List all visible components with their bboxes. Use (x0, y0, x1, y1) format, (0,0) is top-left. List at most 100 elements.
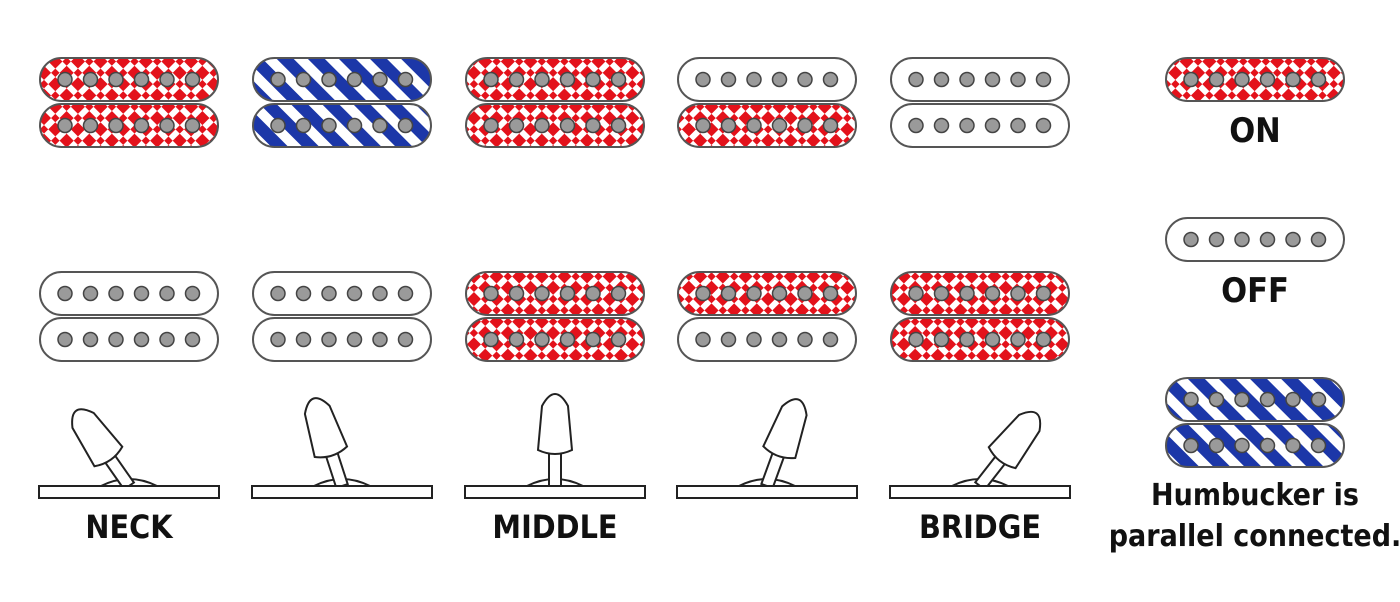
legend-label: parallel connected. (1109, 519, 1400, 554)
pole-piece (822, 117, 839, 134)
pole-piece (933, 71, 950, 88)
pole-piece (1285, 231, 1301, 248)
coil-body (39, 317, 219, 362)
selector-switch-5 (889, 410, 1071, 499)
pole-piece (959, 331, 975, 348)
pole-piece (372, 117, 388, 134)
coil-body (252, 271, 432, 316)
pole-piece (82, 71, 99, 88)
pole-piece (959, 117, 975, 134)
pole-piece (397, 331, 414, 348)
pole-piece (1259, 437, 1276, 454)
pos5-bridge-coil-1 (890, 271, 1070, 316)
pole-piece (346, 71, 363, 88)
legend-swatch-parallel (1165, 377, 1345, 422)
pole-piece (295, 117, 312, 134)
pole-piece (346, 331, 363, 348)
pole-piece (295, 331, 312, 348)
pole-piece (1259, 71, 1276, 88)
pole-piece (372, 331, 388, 348)
pole-piece (822, 331, 839, 348)
pole-piece (822, 285, 839, 302)
pole-piece (585, 285, 601, 302)
pole-piece (984, 285, 1001, 302)
switch-lever (760, 398, 808, 490)
pole-piece (1234, 71, 1250, 88)
pole-piece (1285, 391, 1301, 408)
pos5-neck-coil-1 (890, 57, 1070, 102)
pole-piece (1035, 331, 1052, 348)
legend-swatch-off (1165, 217, 1345, 262)
pole-piece (984, 117, 1001, 134)
coil-body (1165, 423, 1345, 468)
pole-piece (133, 71, 150, 88)
pole-piece (1035, 71, 1052, 88)
pole-piece (1010, 285, 1026, 302)
pole-piece (372, 71, 388, 88)
pole-piece (483, 117, 499, 134)
coil-body (465, 57, 645, 102)
pole-piece (295, 71, 312, 88)
coil-body (465, 103, 645, 148)
pos3-bridge-coil-1 (465, 271, 645, 316)
pole-piece (797, 285, 813, 302)
pole-piece (1310, 71, 1327, 88)
pole-piece (610, 71, 627, 88)
pole-piece (720, 117, 737, 134)
pole-piece (1183, 71, 1199, 88)
pole-piece (610, 285, 627, 302)
pole-piece (159, 71, 175, 88)
pole-piece (82, 331, 99, 348)
pos2-neck-coil-1 (252, 57, 432, 102)
pole-piece (559, 331, 576, 348)
pole-piece (1010, 117, 1026, 134)
pole-piece (908, 331, 924, 348)
switch-base (38, 485, 220, 499)
pole-piece (1010, 71, 1026, 88)
pole-piece (397, 285, 414, 302)
pole-piece (559, 71, 576, 88)
pole-piece (585, 71, 601, 88)
legend-on: ON (1165, 57, 1345, 151)
pole-piece (372, 285, 388, 302)
pole-piece (184, 331, 201, 348)
pole-piece (57, 285, 73, 302)
coil-body (677, 271, 857, 316)
pole-piece (559, 117, 576, 134)
switch-base (251, 485, 433, 499)
coil-body (890, 57, 1070, 102)
selector-switch-3 (464, 393, 646, 499)
coil-body (252, 57, 432, 102)
pole-piece (57, 71, 73, 88)
pole-piece (1310, 437, 1327, 454)
pole-piece (695, 71, 711, 88)
pole-piece (933, 117, 950, 134)
selector-switch-2 (251, 397, 433, 499)
pole-piece (483, 285, 499, 302)
pole-piece (159, 117, 175, 134)
pos1-bridge-coil-1 (39, 271, 219, 316)
selector-switch-1 (38, 408, 220, 499)
coil-body (252, 103, 432, 148)
pole-piece (270, 331, 286, 348)
switch-lever (303, 397, 349, 490)
pos4-neck-coil-1 (677, 57, 857, 102)
legend-label: ON (1229, 111, 1281, 151)
pole-piece (270, 71, 286, 88)
pole-piece (720, 71, 737, 88)
pole-piece (270, 117, 286, 134)
pole-piece (295, 285, 312, 302)
switch-lever (973, 410, 1042, 492)
pole-piece (534, 71, 550, 88)
pole-piece (508, 117, 525, 134)
pole-piece (559, 285, 576, 302)
pole-piece (108, 331, 124, 348)
pole-piece (534, 285, 550, 302)
pole-piece (82, 285, 99, 302)
pos3-neck-coil-2 (465, 103, 645, 148)
pole-piece (321, 285, 337, 302)
pole-piece (1285, 437, 1301, 454)
coil-body (465, 271, 645, 316)
pole-piece (585, 117, 601, 134)
